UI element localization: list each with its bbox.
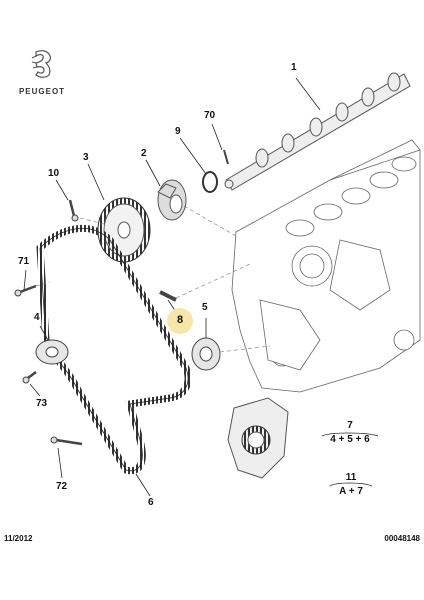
footer-date: 11/2012	[4, 534, 33, 543]
callout-70: 70	[204, 110, 216, 121]
formula-divider-7	[321, 432, 379, 437]
callout-9: 9	[175, 126, 181, 137]
brand: PEUGEOT	[6, 48, 78, 96]
callout-2: 2	[141, 148, 147, 159]
alignment-lines	[35, 205, 271, 353]
bolt-70	[223, 149, 229, 165]
seal-ring	[202, 171, 218, 193]
formula-7-bottom: 4 + 5 + 6	[330, 434, 370, 445]
callout-73: 73	[36, 398, 48, 409]
bolt-72	[55, 438, 83, 446]
water-pump	[227, 397, 289, 479]
lion-logo-icon	[31, 50, 52, 78]
bolt-71	[19, 284, 37, 294]
callout-1: 1	[291, 62, 297, 73]
footer-code: 00048148	[384, 534, 420, 543]
formula-11: 11 A + 7	[326, 472, 376, 497]
callout-4: 4	[34, 312, 40, 323]
callout-6: 6	[148, 497, 154, 508]
callout-10: 10	[48, 168, 60, 179]
formula-11-top: 11	[345, 472, 357, 483]
callout-71: 71	[18, 256, 30, 267]
callout-8: 8	[176, 314, 184, 326]
callout-72: 72	[56, 481, 68, 492]
brand-name: PEUGEOT	[18, 87, 66, 96]
formula-7: 7 4 + 5 + 6	[320, 420, 380, 445]
leader-lines	[23, 77, 321, 497]
formula-divider-11	[329, 482, 373, 487]
formula-7-top: 7	[347, 420, 353, 431]
formula-11-bottom: A + 7	[339, 486, 363, 497]
camshaft-hub	[157, 179, 187, 221]
bolt-73	[27, 371, 37, 379]
engine-block	[231, 139, 421, 393]
idler-roller	[191, 337, 221, 371]
bolt-10	[68, 199, 76, 217]
camshaft	[224, 72, 411, 191]
callout-5: 5	[202, 302, 208, 313]
pin-8	[159, 290, 177, 302]
camshaft-sprocket	[97, 197, 151, 263]
tensioner-roller	[35, 339, 69, 365]
callout-3: 3	[83, 152, 89, 163]
callout-8-highlight: 8	[167, 308, 193, 334]
